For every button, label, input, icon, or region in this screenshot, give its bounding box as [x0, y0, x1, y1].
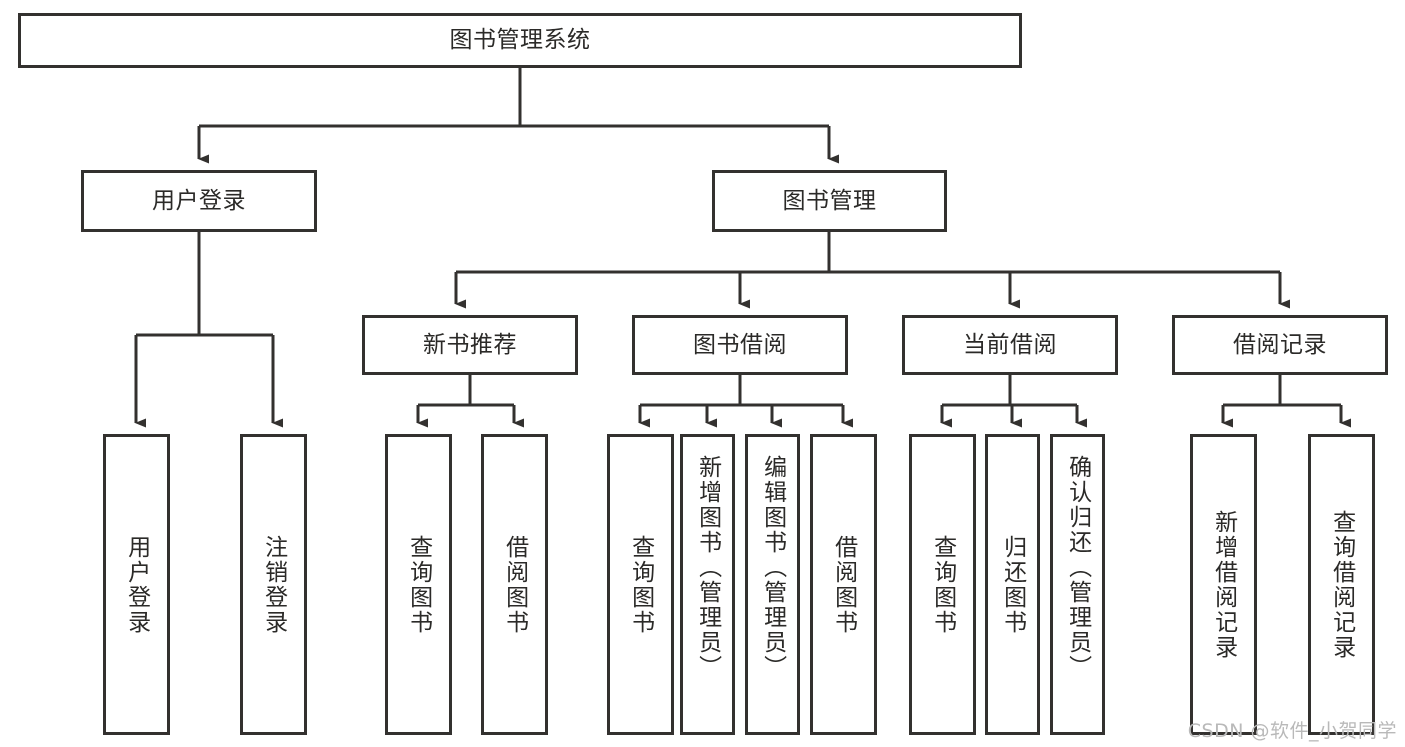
node-label: 借阅图书 [501, 534, 528, 635]
leaf-borrow-book[interactable]: 借阅图书 [810, 434, 877, 735]
node-root[interactable]: 图书管理系统 [18, 13, 1022, 68]
node-book-borrow[interactable]: 图书借阅 [632, 315, 848, 375]
leaf-user-login[interactable]: 用户登录 [103, 434, 170, 735]
node-label: 借阅图书 [830, 534, 857, 635]
node-label: 图书借阅 [693, 331, 787, 358]
node-new-book-recommend[interactable]: 新书推荐 [362, 315, 578, 375]
leaf-edit-book-admin[interactable]: 编辑图书（管理员） [745, 434, 800, 735]
node-label: 查询图书 [405, 534, 432, 635]
leaf-query-book-recommend[interactable]: 查询图书 [385, 434, 452, 735]
node-label: 借阅记录 [1233, 331, 1327, 358]
leaf-add-borrow-record[interactable]: 新增借阅记录 [1190, 434, 1257, 735]
node-label: 归还图书 [999, 534, 1026, 635]
node-current-borrow[interactable]: 当前借阅 [902, 315, 1118, 375]
node-label: 图书管理 [782, 187, 877, 214]
node-label: 用户登录 [152, 187, 246, 214]
node-label: 查询借阅记录 [1328, 509, 1355, 660]
leaf-query-borrow-record[interactable]: 查询借阅记录 [1308, 434, 1375, 735]
node-label: 查询图书 [929, 534, 956, 635]
node-label: 图书管理系统 [449, 27, 591, 54]
node-label: 当前借阅 [963, 331, 1057, 358]
node-label: 注销登录 [260, 534, 287, 635]
node-label: 新增图书（管理员） [694, 455, 721, 680]
node-borrow-record[interactable]: 借阅记录 [1172, 315, 1388, 375]
node-label: 编辑图书（管理员） [759, 455, 786, 680]
node-label: 确认归还（管理员） [1064, 455, 1091, 680]
leaf-user-logout[interactable]: 注销登录 [240, 434, 307, 735]
leaf-add-book-admin[interactable]: 新增图书（管理员） [680, 434, 735, 735]
leaf-query-book-current[interactable]: 查询图书 [909, 434, 976, 735]
node-user-login[interactable]: 用户登录 [81, 170, 317, 232]
node-label: 新增借阅记录 [1210, 509, 1237, 660]
leaf-confirm-return-admin[interactable]: 确认归还（管理员） [1050, 434, 1105, 735]
leaf-return-book[interactable]: 归还图书 [985, 434, 1040, 735]
node-book-management[interactable]: 图书管理 [712, 170, 947, 232]
leaf-query-book-borrow[interactable]: 查询图书 [607, 434, 674, 735]
leaf-borrow-book-recommend[interactable]: 借阅图书 [481, 434, 548, 735]
node-label: 新书推荐 [423, 331, 517, 358]
csdn-watermark: CSDN @软件_小贺同学 [1187, 720, 1397, 742]
node-label: 用户登录 [123, 534, 150, 635]
node-label: 查询图书 [627, 534, 654, 635]
